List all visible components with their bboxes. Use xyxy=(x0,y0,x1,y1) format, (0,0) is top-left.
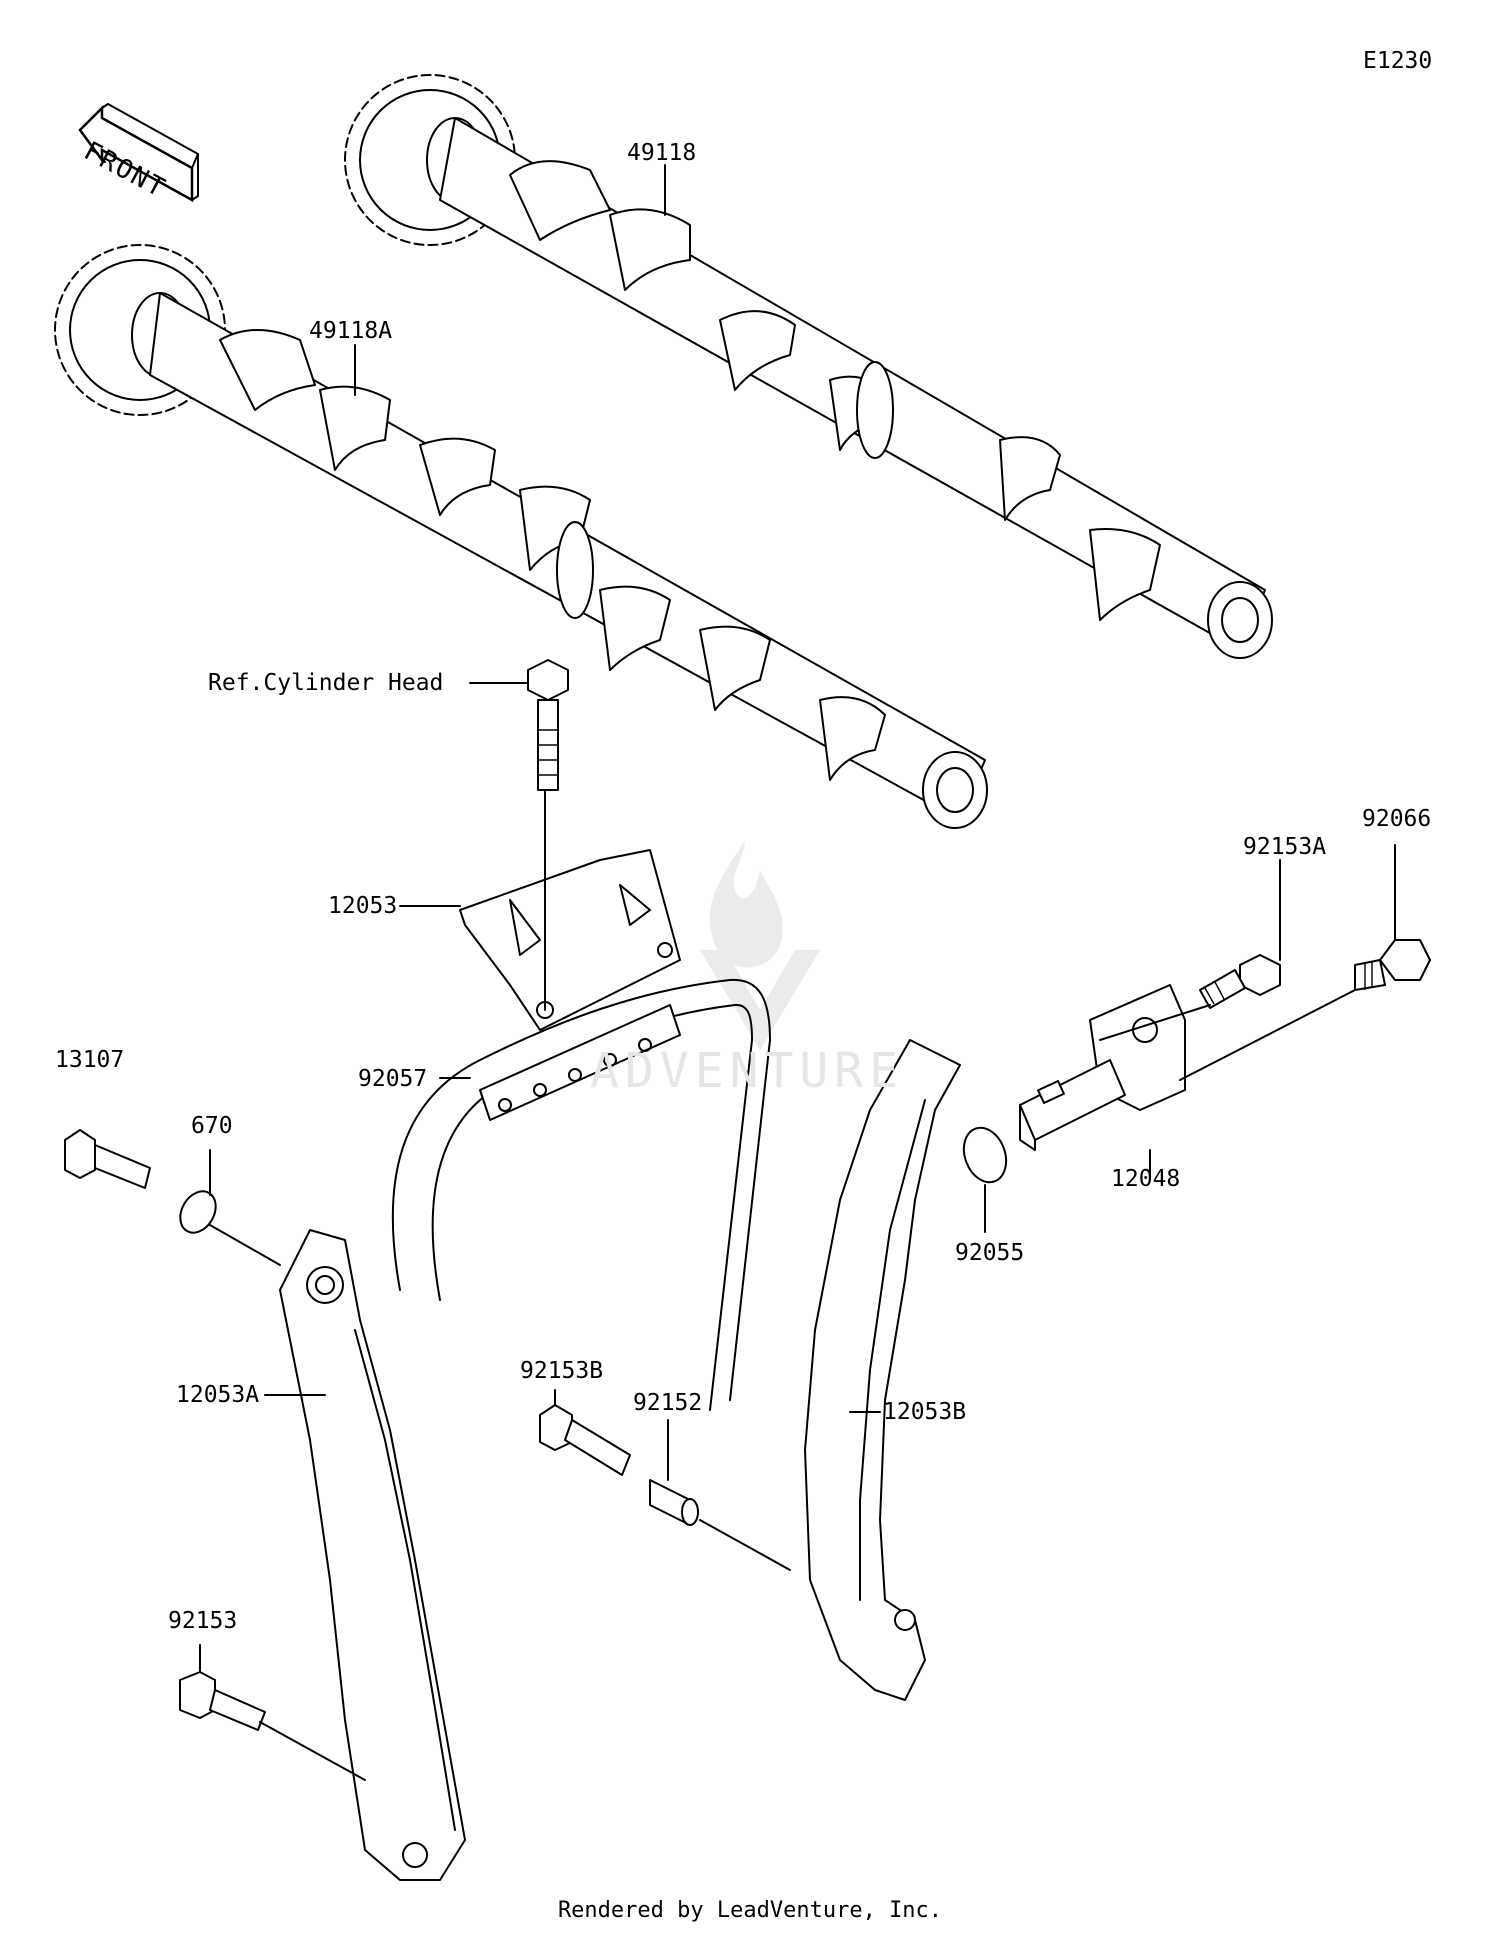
part-label-12053[interactable]: 12053 xyxy=(328,893,398,919)
part-label-92153[interactable]: 92153 xyxy=(168,1608,238,1634)
front-arrow-icon xyxy=(78,103,199,203)
part-label-12048[interactable]: 12048 xyxy=(1111,1166,1181,1192)
part-label-12053B[interactable]: 12053B xyxy=(883,1399,967,1425)
diagram-code: E1230 xyxy=(1363,48,1433,74)
camshaft-exhaust[interactable] xyxy=(344,74,1273,659)
footer-credit: Rendered by LeadVenture, Inc. xyxy=(557,1898,943,1923)
chain-guide-front[interactable] xyxy=(804,1039,961,1701)
cylinder-head-bolt[interactable] xyxy=(527,659,569,791)
cam-chain[interactable] xyxy=(391,978,771,1411)
watermark-text: ADVENTURE xyxy=(590,1043,905,1099)
chain-guide-tensioner-side[interactable] xyxy=(279,1229,466,1881)
tensioner-plug[interactable] xyxy=(1354,939,1431,991)
tensioner-o-ring[interactable] xyxy=(957,1122,1014,1188)
part-label-92152[interactable]: 92152 xyxy=(633,1390,703,1416)
part-label-92066[interactable]: 92066 xyxy=(1362,806,1432,832)
part-label-92055[interactable]: 92055 xyxy=(955,1240,1025,1266)
cam-chain-tensioner[interactable] xyxy=(1019,984,1186,1151)
leader-lines xyxy=(199,164,1396,1781)
guide-bolt[interactable] xyxy=(539,1404,631,1476)
guide-lower-bolt[interactable] xyxy=(179,1671,266,1731)
tensioner-bolt[interactable] xyxy=(1199,954,1281,1009)
part-label-49118[interactable]: 49118 xyxy=(627,140,697,166)
part-label-ref-cylinder-head[interactable]: Ref.Cylinder Head xyxy=(208,670,444,696)
camshaft-intake[interactable] xyxy=(54,244,988,829)
guide-collar[interactable] xyxy=(649,1479,699,1526)
part-label-92153B[interactable]: 92153B xyxy=(520,1358,604,1384)
part-label-670[interactable]: 670 xyxy=(191,1113,233,1139)
part-label-92057[interactable]: 92057 xyxy=(358,1066,428,1092)
part-label-13107[interactable]: 13107 xyxy=(55,1047,125,1073)
part-label-49118A[interactable]: 49118A xyxy=(309,318,393,344)
o-ring-small[interactable] xyxy=(173,1185,223,1239)
guide-pivot-bolt[interactable] xyxy=(64,1129,151,1189)
chain-guide-upper[interactable] xyxy=(459,849,681,1031)
part-label-92153A[interactable]: 92153A xyxy=(1243,834,1327,860)
watermark-logo xyxy=(700,840,820,1050)
part-label-12053A[interactable]: 12053A xyxy=(176,1382,260,1408)
